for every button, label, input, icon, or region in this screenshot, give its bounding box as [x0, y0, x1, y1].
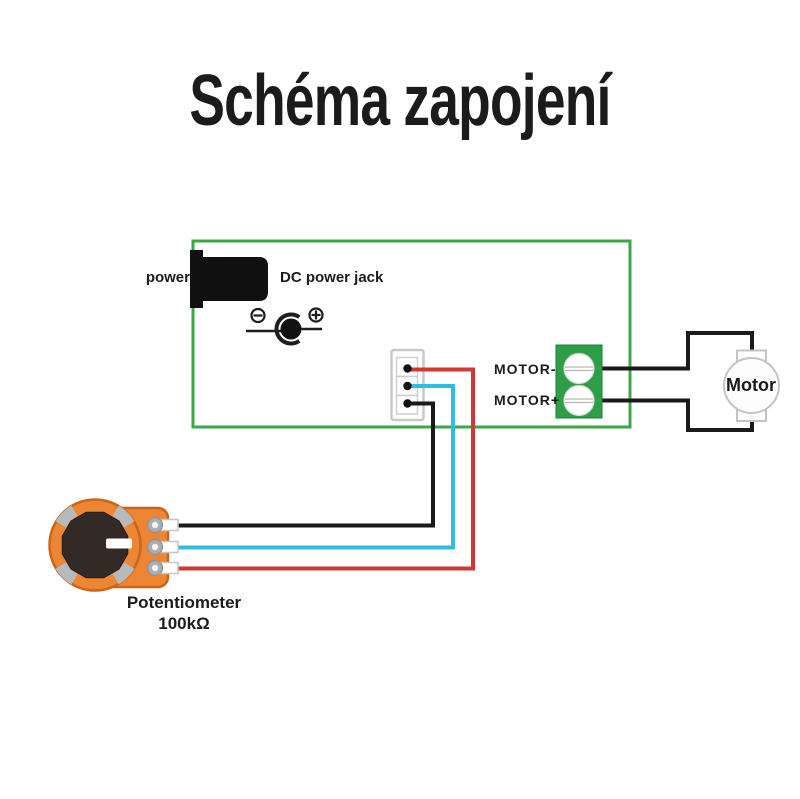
motor-terminal-block-icon [555, 344, 603, 419]
connector-pin-dots [403, 364, 412, 408]
notch-nw [55, 505, 78, 528]
knob-indicator [106, 538, 132, 549]
page-title: Schéma zapojení [189, 61, 611, 141]
motor-minus-label: MOTOR- [494, 361, 557, 377]
wire-red [176, 367, 475, 571]
motor-plus-label: MOTOR+ [494, 392, 561, 408]
potentiometer-value: 100kΩ [158, 614, 210, 633]
potentiometer-label: Potentiometer 100kΩ [94, 592, 274, 634]
pcb-outline [191, 239, 632, 429]
notch-sw [55, 562, 78, 585]
motor-symbol [723, 349, 780, 422]
pot-knob [61, 511, 129, 579]
potentiometer-icon [48, 498, 179, 592]
motor-wires [602, 331, 754, 432]
dc-power-jack-icon [190, 250, 268, 308]
wire-black [176, 401, 435, 528]
polarity-icon [246, 307, 324, 346]
power-label: power [145, 269, 190, 286]
dc-power-jack-label: DC power jack [280, 269, 384, 286]
potentiometer-name: Potentiometer [126, 593, 242, 612]
notch-ne [112, 505, 135, 528]
motor-label: Motor [726, 375, 776, 395]
wire-cyan [176, 384, 455, 550]
pot-pins [146, 516, 164, 577]
notch-se [112, 562, 135, 585]
